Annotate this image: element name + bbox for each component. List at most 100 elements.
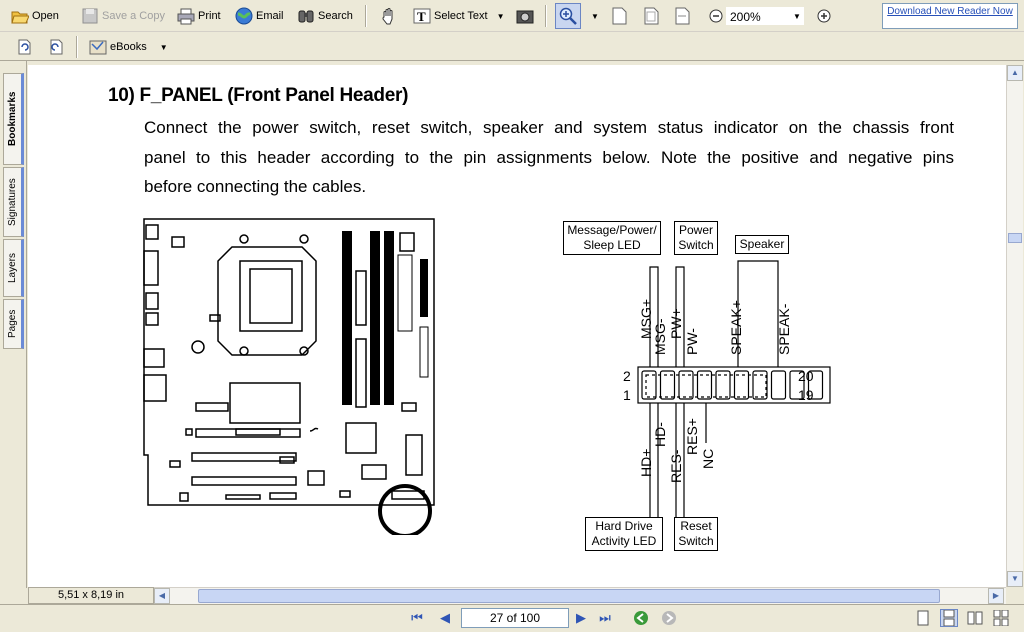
save-copy-button[interactable]: Save a Copy (78, 5, 168, 27)
print-button[interactable]: Print (174, 5, 224, 27)
pin-label: RES+ (684, 418, 700, 455)
ebook-icon (89, 38, 107, 56)
print-label: Print (198, 10, 221, 22)
hd-led-label: Hard Drive Activity LED (585, 517, 663, 551)
motherboard-illustration (143, 218, 435, 535)
printer-icon (177, 7, 195, 25)
folder-open-icon (11, 7, 30, 25)
page-size-readout: 5,51 x 8,19 in (28, 587, 154, 604)
pin-label: HD+ (638, 448, 654, 477)
floppy-icon (81, 7, 99, 25)
magnifier-plus-icon (559, 7, 577, 25)
main-toolbar: Open Save a Copy Print Email Search T Se… (0, 0, 1024, 32)
first-page-icon[interactable]: ⏮ (411, 610, 423, 625)
email-globe-icon (235, 7, 253, 25)
pin-label: HD- (652, 422, 668, 447)
header-pin (715, 370, 731, 400)
header-pin (696, 370, 713, 400)
chevron-down-icon[interactable]: ▼ (496, 11, 505, 21)
header-pin (789, 370, 805, 400)
header-pin (752, 370, 768, 400)
paragraph-line: Connect the power switch, reset switch, … (144, 118, 954, 137)
rotate-cw-button[interactable] (44, 36, 68, 58)
email-button[interactable]: Email (232, 5, 287, 27)
ebooks-button[interactable]: eBooks ▼ (86, 36, 171, 58)
speaker-label: Speaker (735, 235, 789, 254)
download-reader-link[interactable]: Download New Reader Now (882, 3, 1018, 29)
camera-icon (516, 7, 534, 25)
hand-tool-button[interactable] (377, 5, 401, 27)
tab-signatures[interactable]: Signatures (3, 167, 24, 237)
zoom-in-button[interactable] (812, 5, 836, 27)
scroll-thumb[interactable] (198, 589, 940, 603)
pin-label: PW+ (668, 308, 684, 339)
go-back-icon[interactable] (632, 609, 650, 627)
pin-label: MSG- (652, 318, 668, 355)
zoom-tool-dropdown[interactable]: ▼ (588, 5, 602, 27)
pin-label: NC (700, 448, 716, 469)
actual-size-page-icon (610, 7, 628, 25)
header-pin (659, 370, 676, 400)
pin-number: 2 (623, 368, 631, 384)
previous-page-icon[interactable]: ◀ (440, 610, 450, 625)
actual-size-button[interactable] (607, 5, 631, 27)
tab-layers[interactable]: Layers (3, 239, 24, 297)
save-copy-label: Save a Copy (102, 10, 165, 22)
open-button[interactable]: Open (8, 5, 62, 27)
binoculars-icon (297, 7, 315, 25)
pin-number: 19 (798, 387, 814, 403)
snapshot-button[interactable] (513, 5, 537, 27)
last-page-icon[interactable]: ⏭ (599, 610, 611, 625)
rotate-ccw-button[interactable] (12, 36, 36, 58)
pin-label: SPEAK- (776, 303, 792, 355)
zoom-field[interactable]: 200% (726, 7, 804, 25)
chevron-down-icon: ▼ (159, 42, 168, 52)
document-view[interactable]: 10) F_PANEL (Front Panel Header) Connect… (28, 65, 1006, 587)
scroll-thumb[interactable] (1008, 233, 1022, 243)
scroll-up-arrow-icon[interactable]: ▲ (1007, 65, 1023, 81)
chevron-down-icon: ▼ (793, 11, 801, 21)
zoom-dropdown[interactable]: ▼ (790, 5, 804, 27)
search-label: Search (318, 10, 353, 22)
open-label: Open (32, 10, 59, 22)
header-pin (770, 370, 787, 400)
fit-width-icon (673, 7, 691, 25)
tab-pages[interactable]: Pages (3, 299, 24, 349)
next-page-icon[interactable]: ▶ (576, 610, 586, 625)
continuous-layout-icon[interactable] (940, 609, 958, 627)
pin-header-diagram (637, 260, 831, 523)
continuous-facing-layout-icon[interactable] (992, 609, 1010, 627)
scroll-left-arrow-icon[interactable]: ◀ (154, 588, 170, 604)
select-text-label: Select Text (434, 10, 488, 22)
zoom-out-button[interactable] (704, 5, 728, 27)
fit-width-button[interactable] (670, 5, 694, 27)
minus-circle-icon (707, 7, 725, 25)
select-text-button[interactable]: T Select Text ▼ (410, 5, 508, 27)
go-forward-icon[interactable] (660, 609, 678, 627)
secondary-toolbar: eBooks ▼ (0, 32, 1024, 61)
paragraph-line: panel to this header according to the pi… (144, 148, 954, 167)
section-heading: 10) F_PANEL (Front Panel Header) (108, 85, 409, 106)
fit-page-icon (642, 7, 660, 25)
power-switch-label: Power Switch (674, 221, 718, 255)
header-pin (733, 370, 750, 400)
horizontal-scrollbar[interactable]: ◀ ▶ (28, 587, 1006, 604)
zoom-in-tool-button[interactable] (555, 3, 581, 29)
facing-layout-icon[interactable] (966, 609, 984, 627)
fit-page-button[interactable] (639, 5, 663, 27)
header-pin (641, 370, 657, 400)
scroll-right-arrow-icon[interactable]: ▶ (988, 588, 1004, 604)
vertical-scrollbar[interactable]: ▲ ▼ (1006, 65, 1023, 587)
header-pin (807, 370, 824, 400)
pin-label: SPEAK+ (728, 300, 744, 355)
header-pin (678, 370, 694, 400)
chevron-down-icon: ▼ (591, 11, 599, 21)
search-button[interactable]: Search (294, 5, 356, 27)
scroll-down-arrow-icon[interactable]: ▼ (1007, 571, 1023, 587)
page-number-field[interactable]: 27 of 100 (461, 608, 569, 628)
toolbar-separator (545, 5, 547, 27)
single-page-layout-icon[interactable] (914, 609, 932, 627)
pin-label: PW- (684, 328, 700, 355)
tab-bookmarks[interactable]: Bookmarks (3, 73, 24, 165)
ebooks-label: eBooks (110, 41, 147, 53)
